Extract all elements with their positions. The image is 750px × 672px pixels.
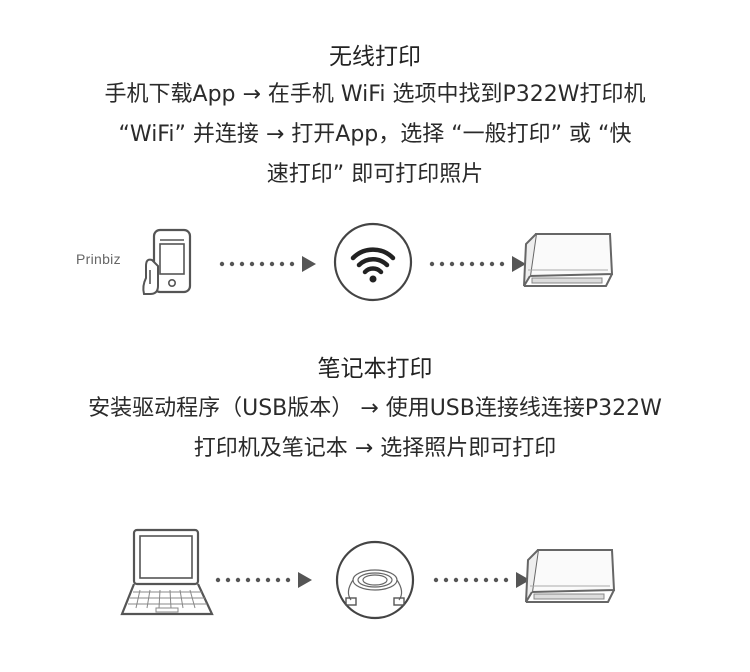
wifi-section-heading: 无线打印 xyxy=(329,44,421,70)
usb-instruction-line-2: 打印机及笔记本 → 选择照片即可打印 xyxy=(193,436,557,461)
dotted-arrow-icon xyxy=(219,256,316,272)
dotted-arrow-icon xyxy=(429,256,526,272)
usb-cable-icon xyxy=(335,540,415,620)
wifi-instruction-line-1: 手机下载App → 在手机 WiFi 选项中找到P322W打印机 xyxy=(104,82,646,107)
usb-instruction-line-1: 安装驱动程序（USB版本） → 使用USB连接线连接P322W xyxy=(88,396,662,421)
phone-icon xyxy=(142,228,192,295)
dotted-arrow-icon xyxy=(215,572,312,588)
dotted-arrow-icon xyxy=(433,572,530,588)
brand-label: Prinbiz xyxy=(76,251,121,267)
usb-section-heading: 笔记本打印 xyxy=(317,356,433,382)
wifi-instruction-line-3: 速打印” 即可打印照片 xyxy=(266,162,484,187)
wifi-icon xyxy=(333,222,413,302)
printer-icon xyxy=(525,549,616,603)
printer-icon xyxy=(523,233,614,287)
wifi-instruction-line-2: “WiFi” 并连接 → 打开App，选择 “一般打印” 或 “快 xyxy=(118,122,632,147)
laptop-icon xyxy=(120,528,214,616)
